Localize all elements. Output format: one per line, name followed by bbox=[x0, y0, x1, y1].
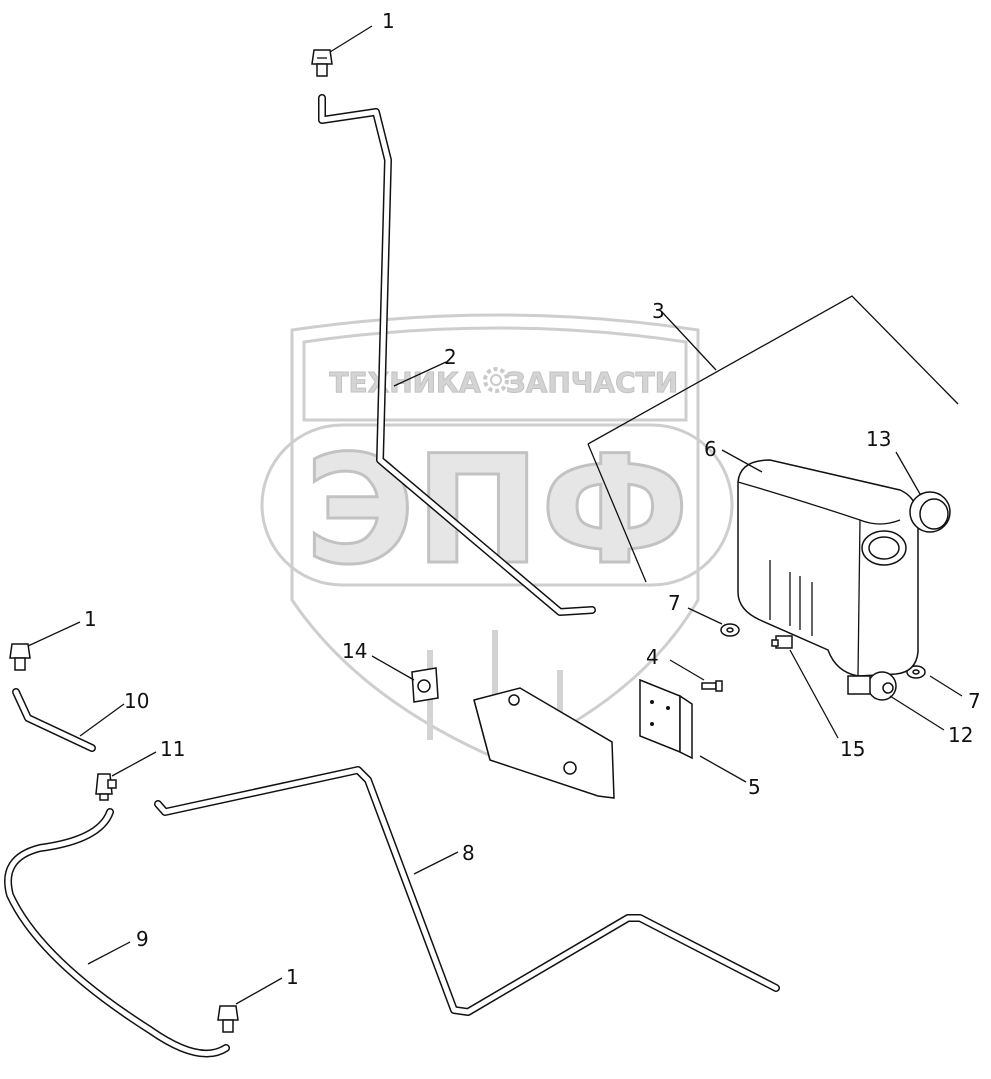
callout-4: 4 bbox=[646, 645, 659, 669]
callout-1-left: 1 bbox=[84, 607, 97, 631]
nozzle-part-1-top bbox=[311, 49, 333, 77]
fitting-part-15 bbox=[771, 635, 793, 649]
watermark-text-left: ТЕХНИКА bbox=[329, 366, 481, 399]
callout-10: 10 bbox=[124, 689, 149, 713]
clip-part-14 bbox=[411, 667, 439, 703]
reservoir-part-6 bbox=[737, 459, 919, 677]
pump-part-12 bbox=[847, 671, 897, 701]
tube-part-10 bbox=[12, 688, 96, 752]
callout-3: 3 bbox=[652, 299, 665, 323]
screw-part-4 bbox=[701, 680, 723, 692]
callout-11: 11 bbox=[160, 737, 185, 761]
callout-1-top: 1 bbox=[382, 9, 395, 33]
watermark-shield bbox=[290, 313, 700, 762]
nozzle-part-1-left bbox=[9, 643, 31, 671]
callout-13: 13 bbox=[866, 427, 891, 451]
tube-part-8 bbox=[154, 766, 780, 1016]
nozzle-part-1-bottom bbox=[217, 1005, 239, 1033]
callout-8: 8 bbox=[462, 841, 475, 865]
watermark-text-right: ЗАПЧАСТИ bbox=[506, 366, 678, 399]
leader-lines bbox=[27, 25, 963, 1005]
watermark-band bbox=[260, 423, 734, 587]
watermark: ТЕХНИКА ЗАПЧАСТИ ЭПФ bbox=[260, 313, 734, 762]
cap-part-13 bbox=[909, 491, 951, 533]
tube-part-2 bbox=[318, 94, 596, 616]
washer-part-7-a bbox=[720, 623, 740, 637]
callout-14: 14 bbox=[342, 639, 367, 663]
bracket-part-5 bbox=[639, 678, 693, 760]
callout-9: 9 bbox=[136, 927, 149, 951]
hose-part-9 bbox=[4, 808, 230, 1058]
mount-bracket bbox=[473, 687, 615, 799]
callouts: 1 1 1 2 3 4 5 6 7 7 8 9 10 11 12 13 14 1… bbox=[84, 9, 981, 989]
callout-12: 12 bbox=[948, 723, 973, 747]
callout-7-left: 7 bbox=[668, 591, 681, 615]
callout-15: 15 bbox=[840, 737, 865, 761]
callout-7-right: 7 bbox=[968, 689, 981, 713]
watermark-letters: ЭПФ bbox=[305, 424, 689, 598]
washer-part-7-b bbox=[906, 665, 926, 679]
gear-icon bbox=[483, 367, 509, 393]
callout-2: 2 bbox=[444, 345, 457, 369]
callout-6: 6 bbox=[704, 437, 717, 461]
callout-1-bottom: 1 bbox=[286, 965, 299, 989]
callout-5: 5 bbox=[748, 775, 761, 799]
connector-part-11 bbox=[95, 773, 117, 801]
